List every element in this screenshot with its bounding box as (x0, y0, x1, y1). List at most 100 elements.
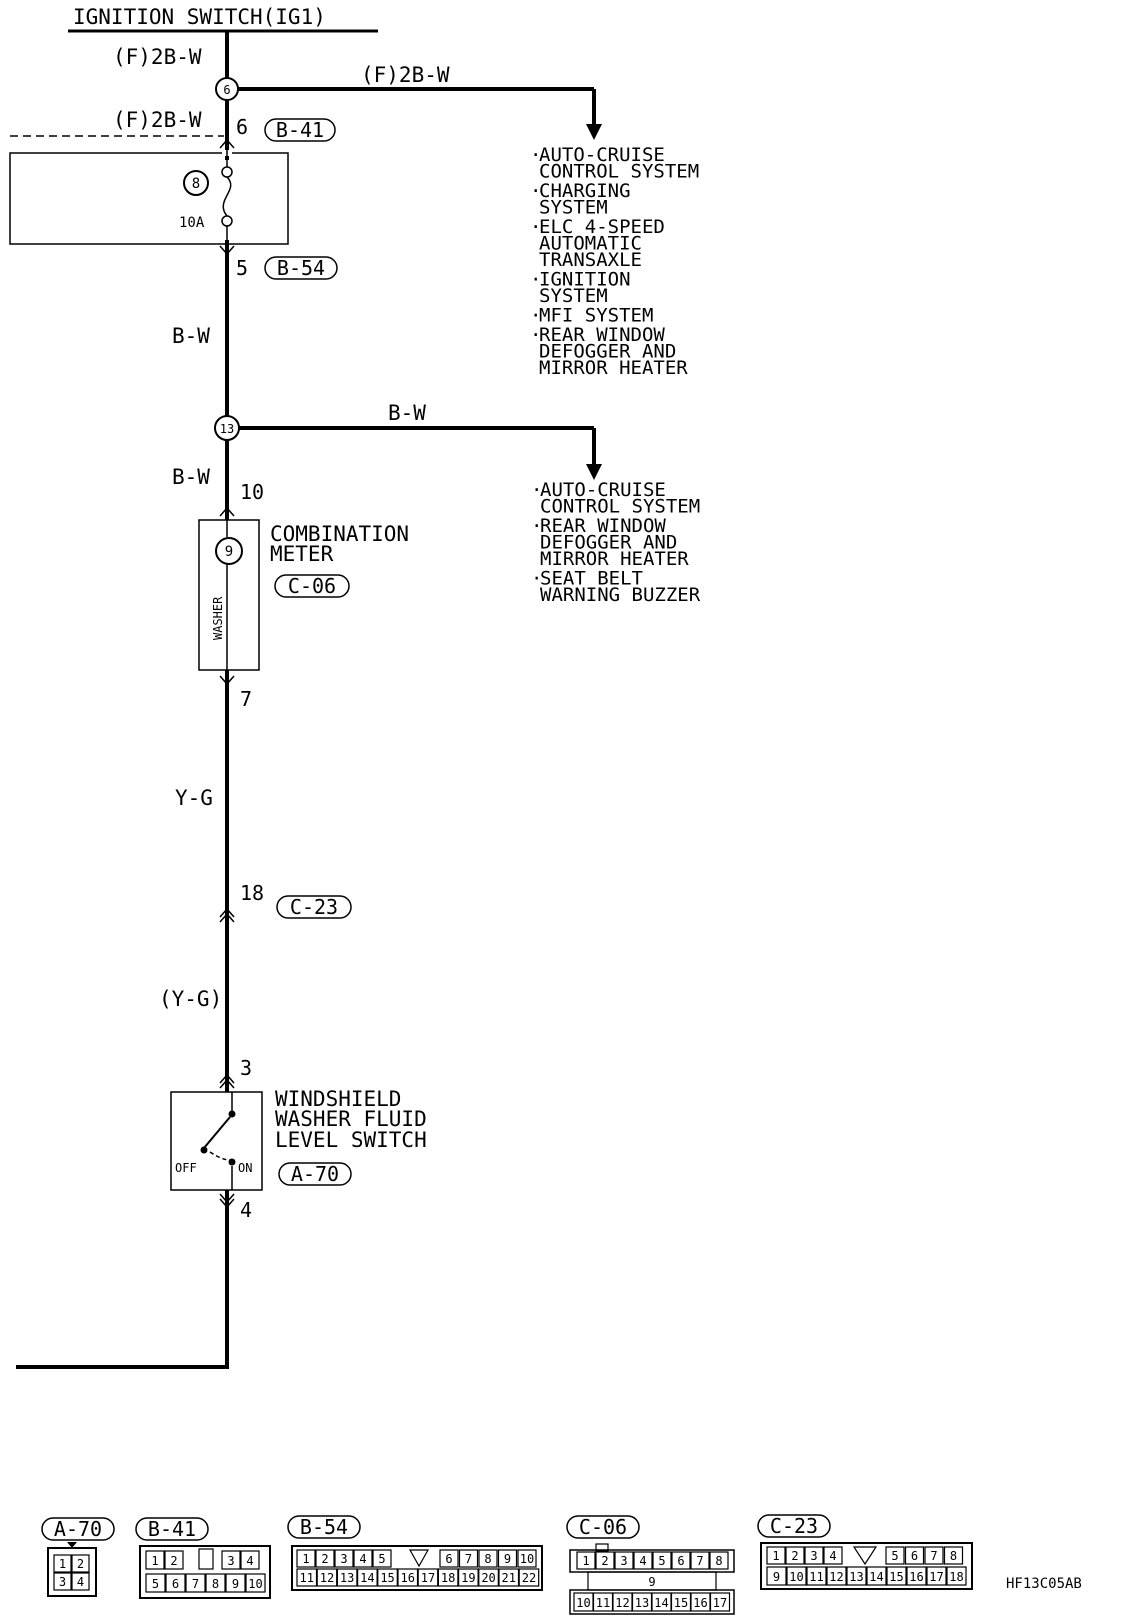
pin-number: 11 (596, 1596, 610, 1610)
wire-label-6: B-W (172, 465, 210, 489)
pin-number: 9 (232, 1577, 239, 1591)
pin-cell (478, 1568, 499, 1587)
pin-cell (633, 1551, 653, 1570)
fuse-element-icon (222, 176, 232, 217)
switch-on-label: ON (238, 1161, 252, 1175)
pin-number: 6 (172, 1577, 179, 1591)
fuse-number: 8 (192, 176, 200, 192)
pin-number: 7 (192, 1577, 199, 1591)
connector-view-label: C-23 (770, 1514, 818, 1538)
pin-cell (240, 1550, 260, 1570)
pin-cell (71, 1572, 90, 1591)
pin-cell (866, 1566, 887, 1586)
pin-number: 21 (502, 1571, 516, 1585)
pin-cell (221, 1550, 241, 1570)
system-line: SYSTEM (539, 285, 608, 307)
pin-number: 12 (320, 1571, 334, 1585)
pin-cell (766, 1546, 786, 1565)
pin-c06-10: 10 (240, 480, 264, 504)
system-line: SYSTEM (539, 197, 608, 219)
connector-arrow-icon (219, 506, 235, 517)
pin-cell (671, 1551, 691, 1570)
system-line: AUTOMATIC (539, 233, 642, 255)
pin-cell (439, 1549, 459, 1568)
pin-cell (185, 1573, 206, 1593)
pin-number: 5 (658, 1554, 665, 1568)
pin-cell (316, 1568, 338, 1587)
junction-6 (215, 77, 239, 101)
bullet-dot: · (531, 568, 542, 590)
pin-number: 15 (674, 1596, 688, 1610)
pin-cell (377, 1568, 398, 1587)
pin-cell (296, 1568, 318, 1587)
pin-number: 11 (300, 1571, 314, 1585)
pin-number: 15 (380, 1571, 394, 1585)
bullet-dot: · (530, 216, 541, 238)
wire-label-2: (F)2B-W (361, 63, 450, 87)
connector-view-label: A-70 (54, 1517, 102, 1541)
pin-number: 10 (520, 1552, 534, 1566)
pin-cell (906, 1566, 927, 1586)
pin-cell (315, 1549, 335, 1568)
pin-cell (943, 1546, 964, 1565)
bullet-dot: · (531, 515, 542, 537)
system-line: REAR WINDOW (540, 515, 666, 537)
system-line: MFI SYSTEM (539, 305, 653, 327)
pin-cell (823, 1546, 843, 1565)
pin-cell (357, 1568, 378, 1587)
connector-view-label: B-41 (148, 1517, 196, 1541)
indicator-number: 9 (225, 544, 233, 560)
switch-off-label: OFF (175, 1161, 197, 1175)
system-line: CONTROL SYSTEM (540, 496, 700, 518)
pin-number: 5 (378, 1552, 385, 1566)
pin-cell (826, 1566, 847, 1586)
connector-arrow-icon (219, 912, 235, 923)
pin-cell (804, 1546, 824, 1565)
key-notch-icon (852, 1546, 878, 1566)
connector-view-tag (287, 1515, 361, 1539)
bullet-dot: · (530, 269, 541, 291)
system-line: AUTO-CRUISE (540, 479, 666, 501)
bullet-dot: · (530, 324, 541, 346)
wire-label-5: B-W (388, 401, 426, 425)
system-line: WARNING BUZZER (540, 584, 701, 606)
connector-view-label: B-54 (300, 1515, 348, 1539)
connector-view-tag (135, 1517, 209, 1541)
pin-number: 14 (654, 1596, 668, 1610)
system-line: MIRROR HEATER (539, 357, 688, 379)
pin-number: 20 (481, 1571, 495, 1585)
pin-number: 16 (693, 1596, 707, 1610)
system-line: CONTROL SYSTEM (539, 161, 699, 183)
wire-label-7: Y-G (175, 786, 213, 810)
pin-number: 10 (248, 1577, 262, 1591)
lock-tab-icon (67, 1542, 77, 1548)
branch-1-arrow-icon (586, 124, 602, 140)
level-switch-name-3: LEVEL SWITCH (275, 1128, 427, 1152)
pin-number: 13 (635, 1596, 649, 1610)
pin-number: 5 (891, 1549, 898, 1563)
pin-c06-7: 7 (240, 687, 252, 711)
key-notch-icon (408, 1549, 430, 1568)
pin-number: 17 (421, 1571, 435, 1585)
pin-number: 4 (246, 1554, 253, 1568)
connector-view-tag (566, 1515, 640, 1539)
pin-number: 3 (810, 1549, 817, 1563)
pin-cell (164, 1550, 184, 1570)
pin-number: 10 (789, 1570, 803, 1584)
pin-cell (71, 1554, 90, 1573)
wire-label-8: (Y-G) (159, 987, 222, 1011)
fuse-number-circle (183, 170, 209, 196)
pin-cell (846, 1566, 867, 1586)
connector-arrow-icon (219, 138, 235, 149)
pin-number: 4 (829, 1549, 836, 1563)
pin-cell (690, 1551, 710, 1570)
pin-cell (478, 1549, 498, 1568)
pin-cell (458, 1549, 479, 1568)
pin-cell (417, 1568, 439, 1587)
level-switch-name-1: WINDSHIELD (275, 1087, 401, 1111)
pin-cell (245, 1573, 266, 1593)
connector-arrow-icon (219, 1193, 235, 1204)
